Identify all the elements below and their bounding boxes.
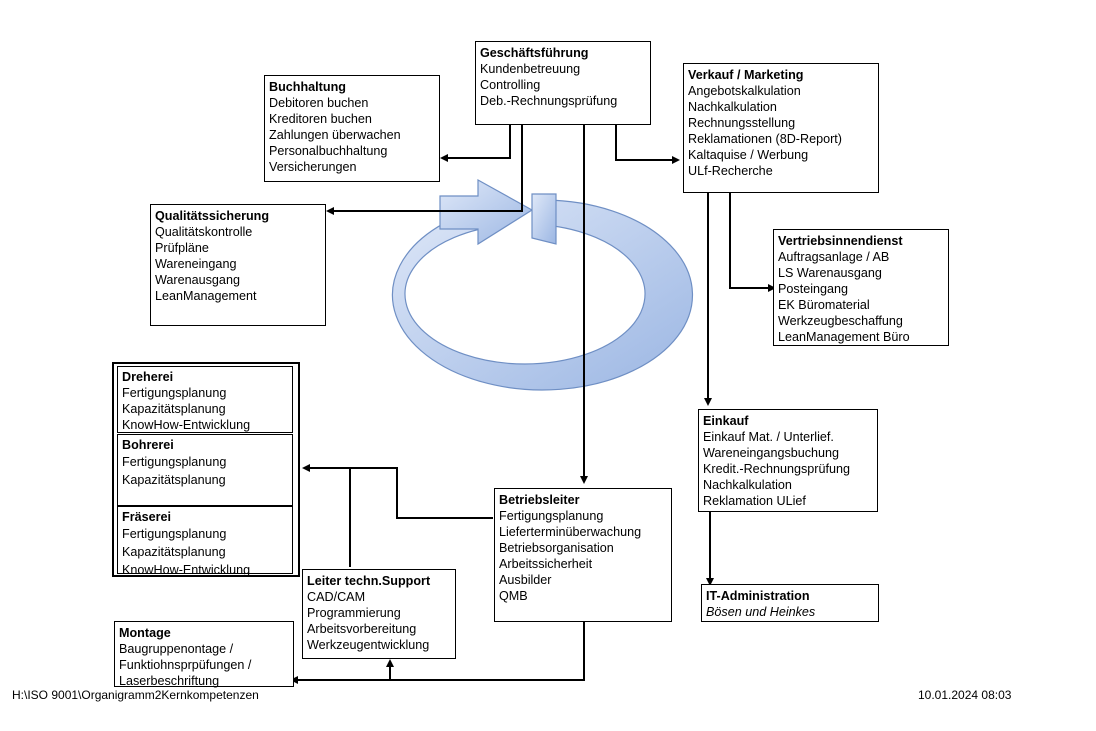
box-title: Geschäftsführung xyxy=(480,46,589,60)
box-item: Nachkalkulation xyxy=(688,100,777,114)
box-item: Zahlungen überwachen xyxy=(269,128,401,142)
box-item: LeanManagement xyxy=(155,289,257,303)
box-title: Einkauf xyxy=(703,414,749,428)
box-title: Fräserei xyxy=(122,510,172,524)
box-betriebsleiter: Betriebsleiter Fertigungsplanung Liefert… xyxy=(494,488,672,622)
box-item: Angebotskalkulation xyxy=(688,84,801,98)
box-item: Auftragsanlage / AB xyxy=(778,250,890,264)
box-item: Kapazitätsplanung xyxy=(122,545,226,559)
box-item: Kaltaquise / Werbung xyxy=(688,148,809,162)
box-item: Funktiohnsprpüfungen / xyxy=(119,658,252,672)
box-leiter-techn-support: Leiter techn.Support CAD/CAM Programmier… xyxy=(302,569,456,659)
box-item: Fertigungsplanung xyxy=(122,455,227,469)
box-item: KnowHow-Entwicklung xyxy=(122,563,251,577)
box-item: Prüfpläne xyxy=(155,241,209,255)
box-item: Debitoren buchen xyxy=(269,96,369,110)
box-title: Dreherei xyxy=(122,370,174,384)
box-item: CAD/CAM xyxy=(307,590,366,604)
box-item: Werkzeugentwicklung xyxy=(307,638,430,652)
box-item: Posteingang xyxy=(778,282,849,296)
box-item: Arbeitssicherheit xyxy=(499,557,593,571)
box-item: Betriebsorganisation xyxy=(499,541,614,555)
arrowheads xyxy=(290,154,776,684)
box-title: IT-Administration xyxy=(706,589,810,603)
box-einkauf: Einkauf Einkauf Mat. / Unterlief. Warene… xyxy=(698,409,878,512)
box-title: Verkauf / Marketing xyxy=(688,68,804,82)
box-item: Bösen und Heinkes xyxy=(706,605,816,619)
box-item: Laserbeschriftung xyxy=(119,674,220,688)
box-title: Bohrerei xyxy=(122,438,174,452)
box-title: Vertriebsinnendienst xyxy=(778,234,903,248)
footer-file-path: H:\ISO 9001\Organigramm2Kernkompetenzen xyxy=(12,688,259,702)
box-item: Reklamationen (8D-Report) xyxy=(688,132,842,146)
box-item: Ausbilder xyxy=(499,573,552,587)
box-vertriebsinnendienst: Vertriebsinnendienst Auftragsanlage / AB… xyxy=(773,229,949,346)
footer-timestamp: 10.01.2024 08:03 xyxy=(918,688,1012,702)
box-item: LeanManagement Büro xyxy=(778,330,910,344)
box-item: Fertigungsplanung xyxy=(122,386,227,400)
box-item: Kredit.-Rechnungsprüfung xyxy=(703,462,851,476)
box-item: Fertigungsplanung xyxy=(499,509,604,523)
box-item: KnowHow-Entwicklung xyxy=(122,418,251,432)
box-item: Fertigungsplanung xyxy=(122,527,227,541)
box-item: Wareneingang xyxy=(155,257,237,271)
box-qualitaetssicherung: Qualitätssicherung Qualitätskontrolle Pr… xyxy=(150,204,326,326)
box-item: LS Warenausgang xyxy=(778,266,882,280)
box-item: QMB xyxy=(499,589,528,603)
box-bohrerei: Bohrerei Fertigungsplanung Kapazitätspla… xyxy=(117,434,293,506)
box-item: Kreditoren buchen xyxy=(269,112,372,126)
box-item: Warenausgang xyxy=(155,273,240,287)
box-item: Qualitätskontrolle xyxy=(155,225,253,239)
box-item: ULf-Recherche xyxy=(688,164,773,178)
box-item: Werkzeugbeschaffung xyxy=(778,314,903,328)
box-item: Wareneingangsbuchung xyxy=(703,446,840,460)
box-item: Rechnungsstellung xyxy=(688,116,796,130)
box-it-administration: IT-Administration Bösen und Heinkes xyxy=(701,584,879,622)
box-buchhaltung: Buchhaltung Debitoren buchen Kreditoren … xyxy=(264,75,440,182)
box-item: Nachkalkulation xyxy=(703,478,792,492)
box-item: Arbeitsvorbereitung xyxy=(307,622,417,636)
box-title: Buchhaltung xyxy=(269,80,346,94)
box-title: Betriebsleiter xyxy=(499,493,580,507)
box-item: Personalbuchhaltung xyxy=(269,144,388,158)
box-title: Leiter techn.Support xyxy=(307,574,431,588)
box-item: Baugruppenontage / xyxy=(119,642,234,656)
box-item: Versicherungen xyxy=(269,160,357,174)
box-geschaeftsfuehrung: Geschäftsführung Kundenbetreuung Control… xyxy=(475,41,651,125)
box-item: Einkauf Mat. / Unterlief. xyxy=(703,430,834,444)
box-item: Kapazitätsplanung xyxy=(122,402,226,416)
box-verkauf-marketing: Verkauf / Marketing Angebotskalkulation … xyxy=(683,63,879,193)
box-montage: Montage Baugruppenontage / Funktiohnsprp… xyxy=(114,621,294,688)
box-title: Qualitätssicherung xyxy=(155,209,270,223)
box-item: EK Büromaterial xyxy=(778,298,870,312)
box-title: Montage xyxy=(119,626,171,640)
box-item: Deb.-Rechnungsprüfung xyxy=(480,94,618,108)
fertigung-group xyxy=(112,362,300,577)
box-item: Programmierung xyxy=(307,606,401,620)
box-item: Lieferterminüberwachung xyxy=(499,525,642,539)
box-dreherei: Dreherei Fertigungsplanung Kapazitätspla… xyxy=(117,366,293,433)
box-fraeserei: Fräserei Fertigungsplanung Kapazitätspla… xyxy=(117,506,293,577)
box-item: Controlling xyxy=(480,78,541,92)
box-item: Kundenbetreuung xyxy=(480,62,581,76)
connector-lines xyxy=(296,125,770,681)
box-item: Reklamation ULief xyxy=(703,494,806,508)
box-item: Kapazitätsplanung xyxy=(122,473,226,487)
